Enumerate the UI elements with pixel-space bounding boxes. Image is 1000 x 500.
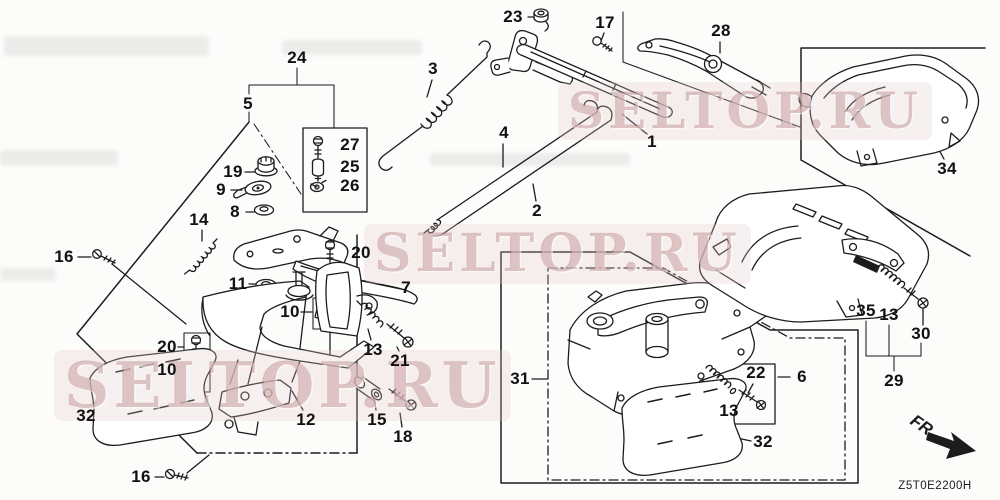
part-15-bushing: [353, 376, 383, 401]
part-18-bolt: [388, 388, 417, 411]
scan-smudge: [430, 153, 630, 166]
scan-smudge: [0, 268, 56, 281]
part-number-label: 13: [363, 340, 383, 359]
part-21-bolt: [386, 323, 414, 348]
part-3-spring: [378, 40, 491, 171]
part-number-label: 35: [856, 301, 876, 320]
part-28-arm: [637, 38, 771, 99]
part-number-label: 28: [711, 21, 731, 40]
part-number-label: 17: [595, 13, 615, 32]
part-14-spring: [183, 238, 218, 275]
part-number-label: 23: [503, 7, 523, 26]
part-number-label: 22: [746, 363, 766, 382]
part-20-bolt-upper: [324, 239, 336, 263]
part-number-label: 34: [937, 159, 957, 178]
part-number-label: 10: [280, 302, 300, 321]
part-number-label: 29: [884, 371, 904, 390]
part-34-cover: [798, 54, 980, 167]
hardware-27-25-26: [309, 135, 327, 193]
part-number-label: 10: [157, 360, 177, 379]
part-16-bolt-top: [92, 249, 116, 265]
part-31-base-frame: [567, 281, 767, 418]
part-number-label: 21: [390, 351, 410, 370]
part-number-label: 32: [753, 432, 773, 451]
part-number-label: 32: [76, 406, 96, 425]
part-number-label: 2: [532, 201, 542, 220]
part-2-rod: [432, 105, 613, 237]
scan-smudge: [4, 36, 209, 56]
part-number-label: 31: [510, 369, 530, 388]
part-19-nut: [254, 156, 278, 177]
part-number-label: 18: [393, 427, 413, 446]
hardware-35-13-30: [853, 255, 929, 309]
part-number-label: 20: [351, 243, 371, 262]
hardware-22-13: [705, 364, 767, 411]
part-number-label: 7: [401, 278, 411, 297]
part-number-label: 25: [340, 157, 360, 176]
scan-smudge: [282, 40, 422, 55]
part-number-label: 1: [647, 132, 657, 151]
part-number-label: 26: [340, 176, 360, 195]
part-9-cam: [233, 180, 272, 199]
part-17-screw: [592, 36, 613, 52]
part-32-plate-left: [89, 347, 217, 447]
part-number-label: 9: [216, 180, 226, 199]
part-23-grommet: [533, 8, 549, 32]
part-number-label: 6: [797, 367, 807, 386]
part-number-label: 15: [367, 410, 387, 429]
part-number-label: 16: [54, 247, 74, 266]
part-13-spring-left: [356, 300, 384, 328]
part-number-label: 27: [340, 135, 360, 154]
part-number-label: 4: [499, 123, 509, 142]
molded-base: [698, 184, 930, 323]
part-number-label: 16: [131, 467, 151, 486]
part-32-plate-bottom: [621, 377, 747, 477]
upper-bracket: [233, 226, 349, 270]
part-8-washer: [253, 204, 275, 216]
part-number-label: 13: [719, 401, 739, 420]
part-number-label: 14: [189, 210, 209, 229]
diagram-code: Z5T0E2200H: [898, 480, 971, 492]
part-number-label: 8: [230, 202, 240, 221]
part-1-lever-assembly: [490, 29, 673, 119]
part-number-label: 12: [296, 410, 316, 429]
part-number-label: 11: [228, 274, 248, 293]
part-number-label: 20: [157, 337, 177, 356]
part-number-label: 30: [911, 324, 931, 343]
part-number-label: 5: [243, 94, 253, 113]
part-12-bracket: [201, 261, 378, 436]
part-20-bolt-lower: [190, 334, 202, 358]
part-number-label: 24: [287, 48, 307, 67]
part-number-label: 3: [428, 59, 438, 78]
scan-smudge: [0, 150, 118, 166]
part-number-label: 19: [223, 162, 243, 181]
part-16-bolt-bottom: [164, 468, 189, 481]
part-number-label: 13: [879, 305, 899, 324]
